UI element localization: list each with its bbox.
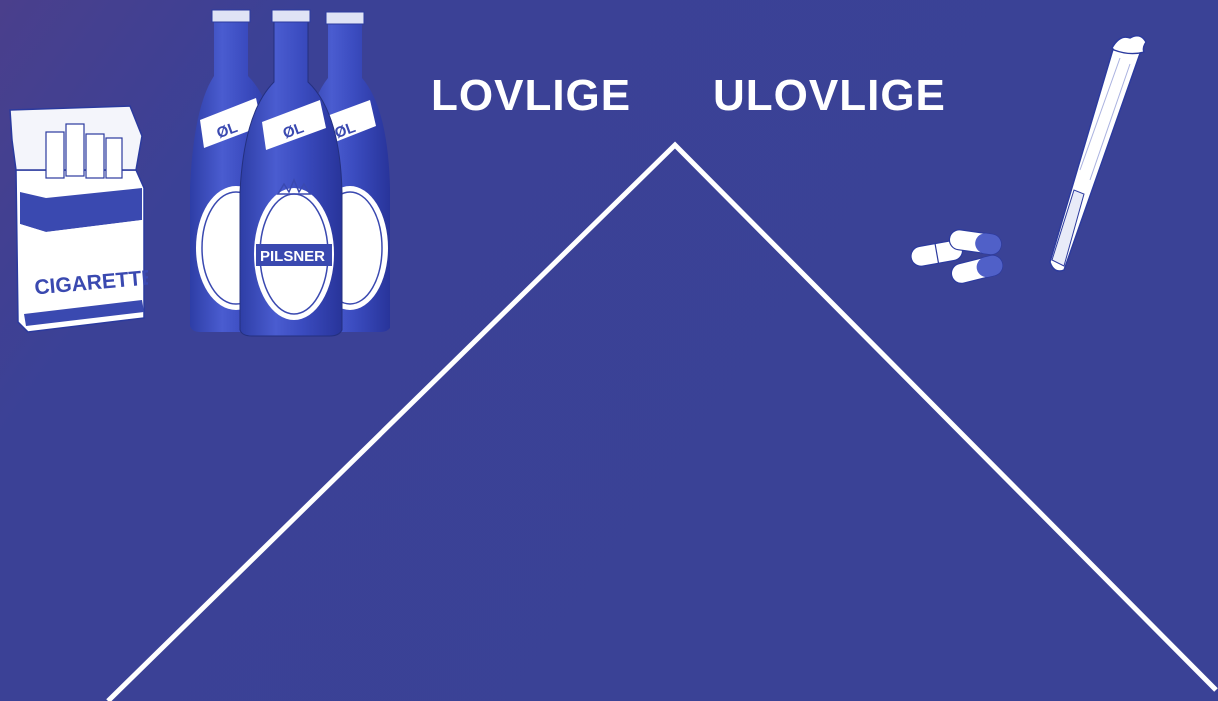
joint-icon	[1040, 30, 1150, 275]
bottle-front: ØL PILSNER	[240, 10, 342, 336]
pills-icon	[905, 224, 1015, 290]
cigarette-pack-icon: CIGARETTER	[6, 100, 148, 335]
beer-bottles-icon: ØL ØL ØL PILSNER	[190, 8, 395, 338]
bottle-front-body-label: PILSNER	[260, 248, 325, 265]
